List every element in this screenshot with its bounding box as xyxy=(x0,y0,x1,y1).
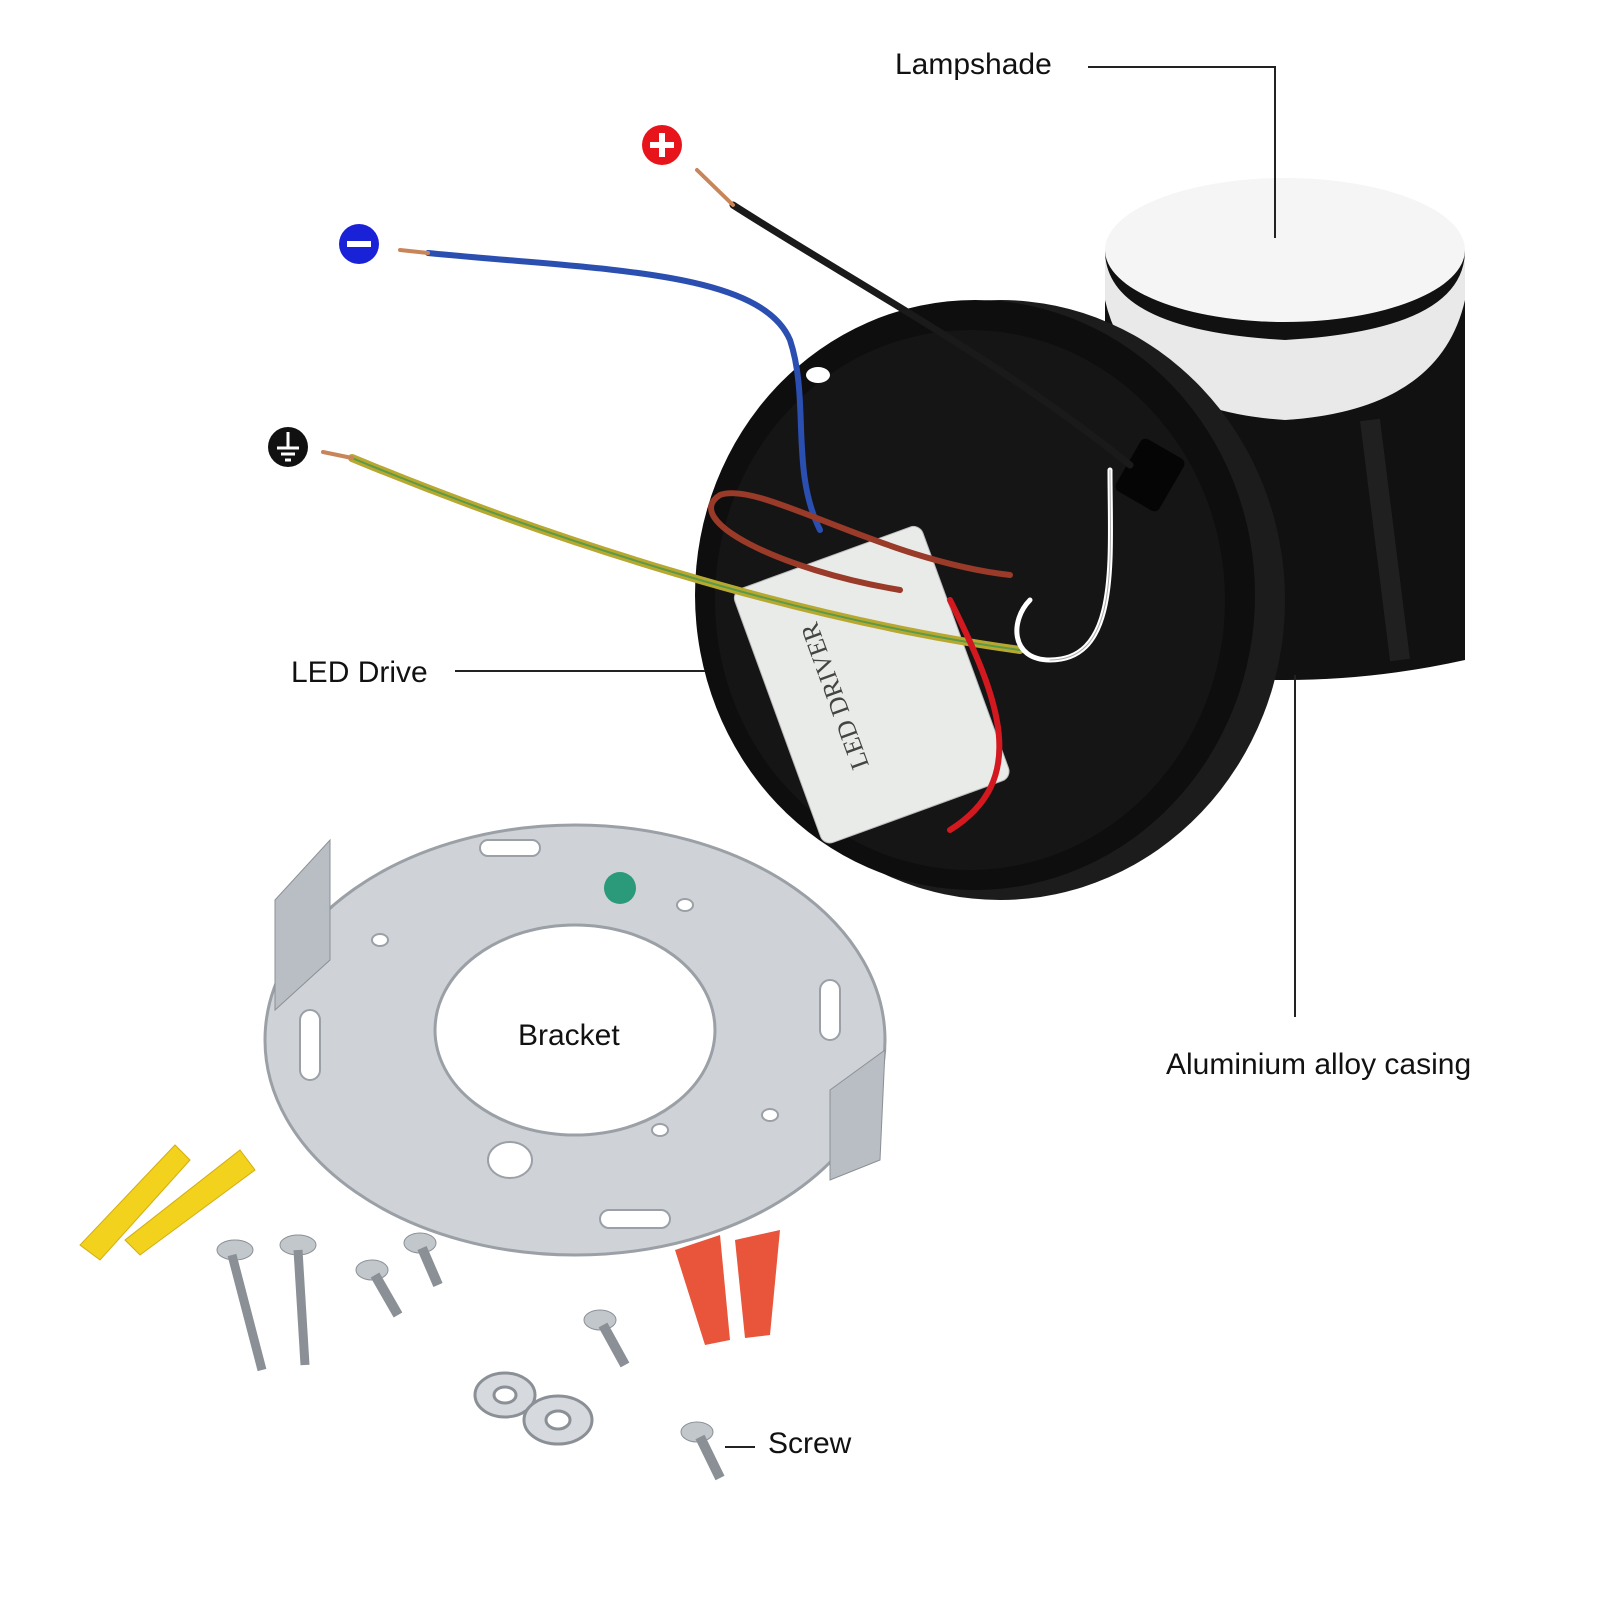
wall-anchors xyxy=(79,1144,256,1261)
label-bracket: Bracket xyxy=(518,1019,620,1052)
label-screw: Screw xyxy=(768,1427,852,1460)
wire-nuts xyxy=(675,1230,780,1345)
wires xyxy=(321,168,1134,833)
bracket xyxy=(263,823,887,1257)
ground-icon xyxy=(268,427,308,467)
label-lampshade: Lampshade xyxy=(895,48,1052,81)
label-led-drive: LED Drive xyxy=(291,656,428,689)
washers xyxy=(473,1371,594,1446)
leader-line xyxy=(725,1446,755,1448)
screws xyxy=(216,1232,725,1481)
plus-circle-icon xyxy=(642,125,682,165)
minus-circle-icon xyxy=(339,224,379,264)
leader-line xyxy=(1274,66,1276,238)
leader-line xyxy=(1294,675,1296,1017)
label-casing: Aluminium alloy casing xyxy=(1166,1048,1472,1081)
leader-line xyxy=(455,670,705,672)
leader-line xyxy=(1088,66,1276,68)
